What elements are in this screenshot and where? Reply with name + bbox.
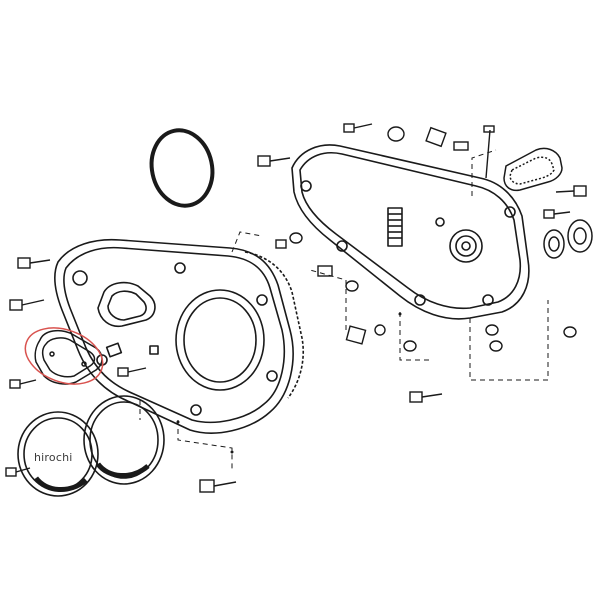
dowel-pins (176, 312, 402, 454)
small-cover-plate (503, 147, 563, 192)
derby-cover-back (83, 395, 165, 485)
o-ring (149, 128, 215, 208)
highlight-circle (24, 327, 104, 385)
bearing-assembly (543, 219, 593, 259)
outer-primary-cover (53, 238, 305, 434)
assembly-lines (139, 149, 549, 470)
inspection-cover (34, 329, 103, 385)
fasteners (5, 123, 587, 493)
inner-primary-housing (291, 144, 530, 320)
watermark: hirochi (34, 451, 73, 464)
